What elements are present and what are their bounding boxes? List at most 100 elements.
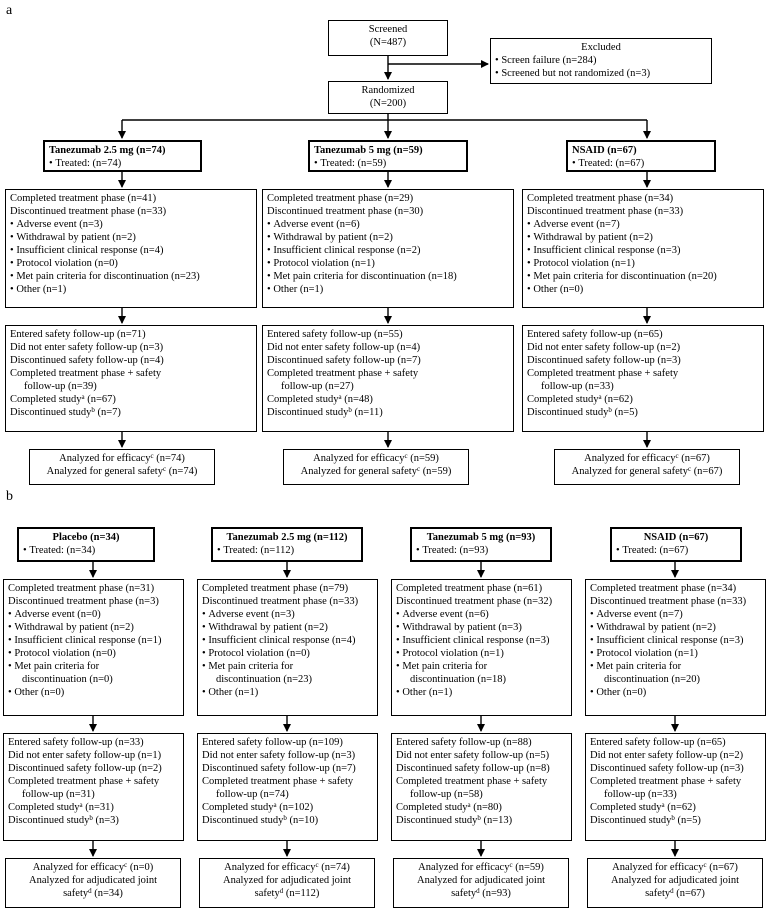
reason-item: Insufficient clinical response (n=3) <box>396 634 567 647</box>
arm-treated: Treated: (n=74) <box>49 157 196 170</box>
arm-name: NSAID (n=67) <box>572 145 637 156</box>
arm-name: Tanezumab 2.5 mg (n=74) <box>49 145 166 156</box>
followup-line: follow-up (n=39) <box>24 381 97 392</box>
arm-name: Tanezumab 5 mg (n=93) <box>426 532 536 543</box>
completed-study-line: Completed studya (n=102) <box>202 801 314 814</box>
analysis-box: Analyzed for efficacyc (n=74) Analyzed f… <box>29 449 215 485</box>
safety-followup-box: Entered safety follow-up (n=88) Did not … <box>391 733 572 841</box>
arm-box: Tanezumab 5 mg (n=59) Treated: (n=59) <box>308 140 468 172</box>
treatment-line: Discontinued treatment phase (n=30) <box>267 206 424 217</box>
excluded-title: Excluded <box>581 42 621 53</box>
randomized-count: (N=200) <box>369 98 407 109</box>
analyzed-adjudicated-line: Analyzed for adjudicated joint <box>417 875 545 886</box>
followup-line: Entered safety follow-up (n=65) <box>527 329 663 340</box>
analyzed-safety-line: safetyd (n=93) <box>451 887 511 900</box>
arm-box: Tanezumab 5 mg (n=93) Treated: (n=93) <box>410 527 552 562</box>
followup-line: Completed treatment phase + safety <box>10 368 162 379</box>
arm-treated: Treated: (n=67) <box>572 157 710 170</box>
reason-item-continued: discontinuation (n=18) <box>410 674 507 685</box>
followup-line: Did not enter safety follow-up (n=2) <box>527 342 681 353</box>
reason-item: Adverse event (n=7) <box>527 218 759 231</box>
discontinued-study-line: Discontinued studyb (n=10) <box>202 814 319 827</box>
treatment-phase-box: Completed treatment phase (n=34) Discont… <box>522 189 764 308</box>
analyzed-safety-line: safetyd (n=34) <box>63 887 123 900</box>
arm-treated: Treated: (n=112) <box>217 544 357 557</box>
followup-line: Did not enter safety follow-up (n=2) <box>590 750 744 761</box>
reason-item: Met pain criteria for <box>8 660 179 673</box>
reason-item: Adverse event (n=6) <box>396 608 567 621</box>
treatment-line: Discontinued treatment phase (n=33) <box>10 206 167 217</box>
analyzed-adjudicated-line: Analyzed for adjudicated joint <box>611 875 739 886</box>
reason-item: Adverse event (n=7) <box>590 608 761 621</box>
reason-item: Withdrawal by patient (n=2) <box>8 621 179 634</box>
followup-line: Entered safety follow-up (n=33) <box>8 737 144 748</box>
arm-treated: Treated: (n=93) <box>416 544 546 557</box>
followup-line: Discontinued safety follow-up (n=8) <box>396 763 550 774</box>
reason-item: Protocol violation (n=1) <box>590 647 761 660</box>
reason-item: Protocol violation (n=0) <box>10 257 252 270</box>
treatment-line: Completed treatment phase (n=34) <box>590 583 737 594</box>
safety-followup-box: Entered safety follow-up (n=109) Did not… <box>197 733 378 841</box>
excluded-item: Screen failure (n=284) <box>495 54 707 67</box>
treatment-phase-box: Completed treatment phase (n=61) Discont… <box>391 579 572 716</box>
reason-item: Protocol violation (n=1) <box>267 257 509 270</box>
arm-name: Placebo (n=34) <box>52 532 120 543</box>
arm-name: Tanezumab 5 mg (n=59) <box>314 145 423 156</box>
excluded-item: Screened but not randomized (n=3) <box>495 67 707 80</box>
analyzed-safety-line: safetyd (n=112) <box>254 887 320 900</box>
panel-a-label: a <box>6 3 13 18</box>
reason-item: Protocol violation (n=1) <box>396 647 567 660</box>
analyzed-efficacy-line: Analyzed for efficacyc (n=74) <box>59 452 185 465</box>
followup-line: Discontinued safety follow-up (n=7) <box>202 763 356 774</box>
treatment-line: Completed treatment phase (n=61) <box>396 583 543 594</box>
excluded-box: Excluded Screen failure (n=284) Screened… <box>490 38 712 84</box>
reason-item: Insufficient clinical response (n=3) <box>527 244 759 257</box>
arm-box: Tanezumab 2.5 mg (n=74) Treated: (n=74) <box>43 140 202 172</box>
followup-line: Completed treatment phase + safety <box>396 776 548 787</box>
reason-item: Withdrawal by patient (n=2) <box>527 231 759 244</box>
analyzed-safety-line: safetyd (n=67) <box>645 887 705 900</box>
followup-line: Discontinued safety follow-up (n=3) <box>590 763 744 774</box>
reason-item: Adverse event (n=6) <box>267 218 509 231</box>
analysis-box: Analyzed for efficacyc (n=67) Analyzed f… <box>554 449 740 485</box>
randomized-box: Randomized (N=200) <box>328 81 448 114</box>
reason-item: Other (n=1) <box>396 686 567 699</box>
analyzed-efficacy-line: Analyzed for efficacyc (n=74) <box>224 861 350 874</box>
reason-item: Insufficient clinical response (n=4) <box>202 634 373 647</box>
reason-item: Insufficient clinical response (n=2) <box>267 244 509 257</box>
followup-line: Did not enter safety follow-up (n=3) <box>10 342 164 353</box>
reason-item: Protocol violation (n=0) <box>202 647 373 660</box>
analysis-box: Analyzed for efficacyc (n=59) Analyzed f… <box>393 858 569 908</box>
reason-item: Other (n=0) <box>590 686 761 699</box>
analyzed-safety-line: Analyzed for general safetyc (n=59) <box>300 465 452 478</box>
arm-name: NSAID (n=67) <box>643 532 709 543</box>
followup-line: follow-up (n=58) <box>410 789 483 800</box>
followup-line: Completed treatment phase + safety <box>527 368 679 379</box>
reason-item: Adverse event (n=3) <box>10 218 252 231</box>
treatment-phase-box: Completed treatment phase (n=79) Discont… <box>197 579 378 716</box>
completed-study-line: Completed studya (n=67) <box>10 393 116 406</box>
completed-study-line: Completed studya (n=62) <box>590 801 696 814</box>
reason-item: Withdrawal by patient (n=2) <box>590 621 761 634</box>
treatment-line: Completed treatment phase (n=31) <box>8 583 155 594</box>
safety-followup-box: Entered safety follow-up (n=71) Did not … <box>5 325 257 432</box>
reason-item: Adverse event (n=0) <box>8 608 179 621</box>
arm-box: NSAID (n=67) Treated: (n=67) <box>610 527 742 562</box>
reason-item-continued: discontinuation (n=20) <box>604 674 701 685</box>
followup-line: Completed treatment phase + safety <box>267 368 419 379</box>
followup-line: Discontinued safety follow-up (n=7) <box>267 355 421 366</box>
reason-item: Met pain criteria for discontinuation (n… <box>267 270 509 283</box>
followup-line: Entered safety follow-up (n=109) <box>202 737 343 748</box>
reason-item-continued: discontinuation (n=0) <box>22 674 113 685</box>
screened-title: Screened <box>368 24 408 35</box>
analyzed-safety-line: Analyzed for general safetyc (n=67) <box>571 465 723 478</box>
reason-item: Insufficient clinical response (n=3) <box>590 634 761 647</box>
followup-line: Discontinued safety follow-up (n=3) <box>527 355 681 366</box>
reason-item: Met pain criteria for discontinuation (n… <box>10 270 252 283</box>
analysis-box: Analyzed for efficacyc (n=59) Analyzed f… <box>283 449 469 485</box>
discontinued-study-line: Discontinued studyb (n=11) <box>267 406 383 419</box>
followup-line: Completed treatment phase + safety <box>8 776 160 787</box>
followup-line: follow-up (n=27) <box>281 381 354 392</box>
